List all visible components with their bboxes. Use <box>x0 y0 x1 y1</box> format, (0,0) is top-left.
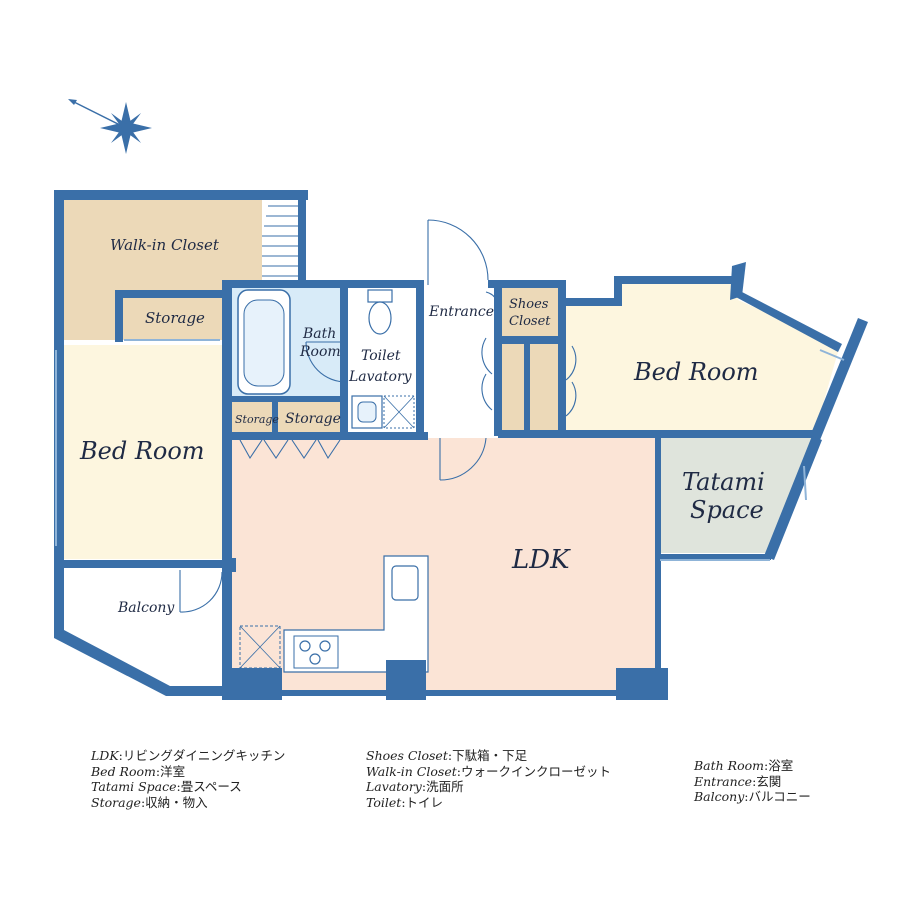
shoes-closet-label-line2: Closet <box>509 314 551 329</box>
bathtub <box>237 289 291 395</box>
bed-room-left-area <box>62 345 224 559</box>
door-swings <box>179 219 577 613</box>
closet-b-area <box>530 343 560 433</box>
staircase-area <box>262 198 302 282</box>
tatami-space-area <box>657 438 813 553</box>
walls <box>54 190 868 700</box>
toilet-fixture <box>367 289 393 335</box>
storage-mid-label: Storage <box>285 411 341 427</box>
toilet-label: Toilet <box>361 348 401 364</box>
kitchen-counter <box>283 555 429 673</box>
balcony-area <box>62 568 228 686</box>
tatami-space-label-line2: Space <box>690 496 764 524</box>
shoes-closet-label-line1: Shoes <box>509 297 549 312</box>
windows <box>55 339 845 561</box>
staircase <box>262 205 300 277</box>
sink-fixture <box>351 395 415 429</box>
legend-column-3: Bath Room:浴室 Entrance:玄関 Balcony:バルコニー <box>694 758 811 805</box>
legend-item: Balcony:バルコニー <box>694 789 811 804</box>
entrance-label: Entrance <box>428 304 494 320</box>
legend-item: Toilet:トイレ <box>366 794 444 810</box>
storage-small-area <box>232 402 276 434</box>
fridge-space <box>239 625 281 669</box>
legend-item: Walk-in Closet:ウォークインクローゼット <box>366 763 611 779</box>
legend-column-1: LDK:リビングダイニングキッチン Bed Room:洋室 Tatami Spa… <box>91 748 285 810</box>
bath-room-label-line2: Room <box>299 344 341 360</box>
storage-top-label: Storage <box>145 309 205 327</box>
balcony-label: Balcony <box>117 600 175 616</box>
storage-top-area <box>122 298 222 338</box>
storage-mid-area <box>278 402 342 434</box>
bed-room-left-label: Bed Room <box>79 437 205 465</box>
tatami-space-label-line1: Tatami <box>682 468 765 496</box>
legend-item: LDK:リビングダイニングキッチン <box>91 748 286 763</box>
compass-rose-icon <box>68 99 152 154</box>
legend-item: Bath Room:浴室 <box>694 758 794 773</box>
ldk-area <box>232 438 655 690</box>
legend-item: Lavatory:洗面所 <box>366 779 464 794</box>
entrance-area <box>418 285 500 433</box>
walk-in-closet-label: Walk-in Closet <box>110 236 220 254</box>
legend-item: Entrance:玄関 <box>694 773 782 789</box>
shoes-closet-area <box>502 285 560 337</box>
legend-column-2: Shoes Closet:下駄箱・下足 Walk-in Closet:ウォークイ… <box>366 748 611 810</box>
legend-item: Bed Room:洋室 <box>91 763 186 779</box>
storage-small-label: Storage <box>235 413 279 426</box>
legend-item: Tatami Space:畳スペース <box>91 779 242 794</box>
bed-room-right-label: Bed Room <box>633 358 759 386</box>
legend-item: Storage:収納・物入 <box>91 794 208 810</box>
legend-item: Shoes Closet:下駄箱・下足 <box>366 748 528 763</box>
closet-a-area <box>502 343 526 433</box>
bed-room-right-area <box>565 282 840 432</box>
bath-room-label-line1: Bath <box>302 326 336 342</box>
ldk-label: LDK <box>511 545 571 575</box>
lavatory-label: Lavatory <box>348 369 413 385</box>
